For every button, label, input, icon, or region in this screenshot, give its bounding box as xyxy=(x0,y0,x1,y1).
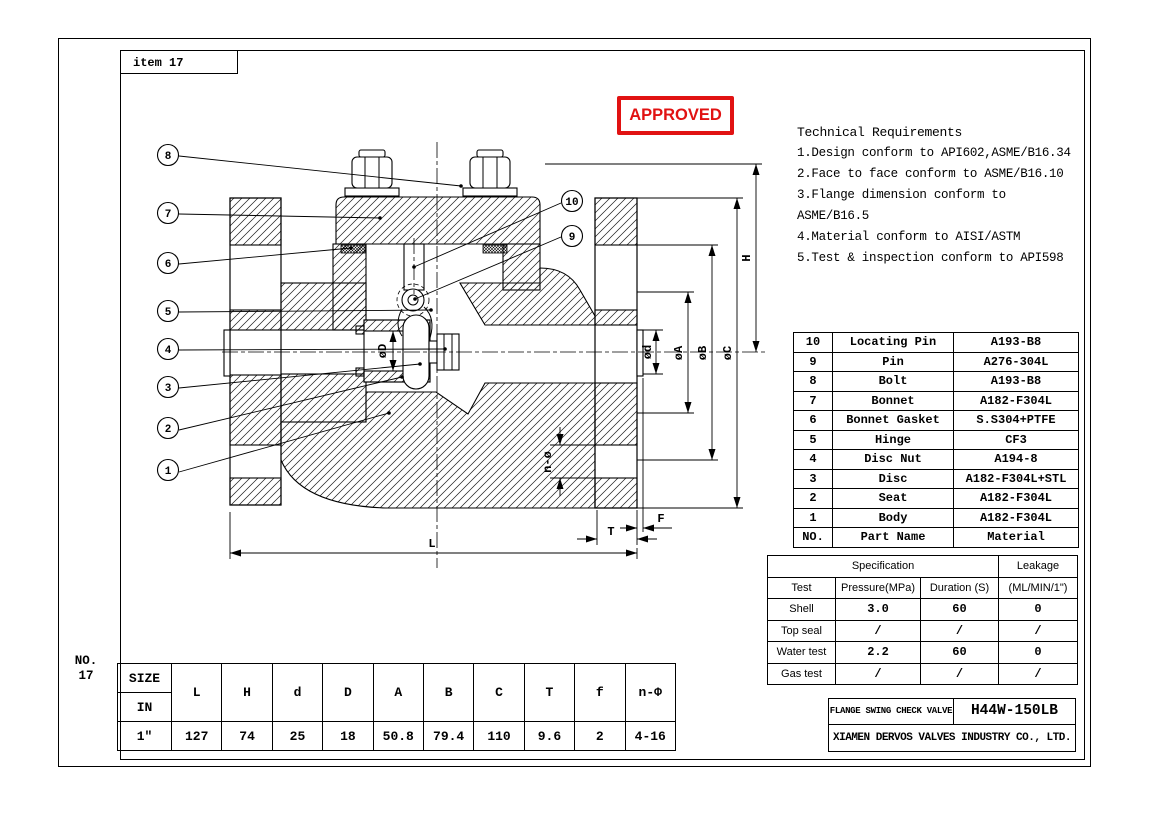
left-raised-face xyxy=(223,329,231,377)
balloons: 1 2 3 4 5 6 7 8 9 10 xyxy=(156,143,584,482)
technical-requirement-item: 3.Flange dimension conform to ASME/B16.5 xyxy=(797,188,1006,223)
balloon-2: 2 xyxy=(165,424,172,436)
balloon-4: 4 xyxy=(165,345,172,357)
leakage-header: Leakage xyxy=(998,555,1078,578)
product-name: FLANGE SWING CHECK VALVE xyxy=(828,698,954,725)
approved-stamp: APPROVED xyxy=(617,96,734,135)
bonnet xyxy=(335,196,541,245)
balloon-1: 1 xyxy=(165,466,172,478)
technical-requirements-title: Technical Requirements xyxy=(797,125,963,140)
sheet-number-label: NO. xyxy=(74,654,98,668)
table-row: Gas test/// xyxy=(767,662,1078,685)
dim-label-T: T xyxy=(607,525,614,539)
dim-label-B: øB xyxy=(696,346,710,360)
dim-label-L: L xyxy=(428,537,435,551)
outer-border xyxy=(58,38,1091,767)
hinge xyxy=(396,283,433,353)
item-label: item 17 xyxy=(133,56,184,70)
dim-label-C: øC xyxy=(721,346,735,360)
technical-requirement-item: 5.Test & inspection conform to API598 xyxy=(797,251,1064,265)
dim-label-n: n-ø xyxy=(541,451,555,473)
size-label: SIZE xyxy=(118,665,171,693)
dimension-table-value-row: 1″ 127 74 25 18 50.8 79.4 110 9.6 2 4-16 xyxy=(117,721,677,751)
dimension-table-header-row: SIZE IN L H d D A B C T f n-Φ xyxy=(117,663,677,722)
balloon-8: 8 xyxy=(165,151,172,163)
item-label-box: item 17 xyxy=(120,50,238,74)
dimensions: ød øA øB øC H n-ø T F xyxy=(229,163,762,559)
technical-requirement-item: 4.Material conform to AISI/ASTM xyxy=(797,230,1021,244)
bonnet-bolt-left xyxy=(344,149,400,197)
bonnet-gasket-right xyxy=(482,244,508,254)
dim-label-H: H xyxy=(740,254,754,261)
sheet-number-value: 17 xyxy=(78,669,94,683)
table-row: Top seal/// xyxy=(767,619,1078,642)
dim-label-F: F xyxy=(657,512,664,526)
balloon-10: 10 xyxy=(565,197,578,209)
right-raised-face xyxy=(636,329,644,377)
title-block: FLANGE SWING CHECK VALVE H44W-150LB XIAM… xyxy=(828,698,1076,752)
company-name: XIAMEN DERVOS VALVES INDUSTRY CO., LTD. xyxy=(828,723,1076,752)
dimension-table: SIZE IN L H d D A B C T f n-Φ 1″ 127 74 … xyxy=(117,663,677,751)
technical-requirement-item: 1.Design conform to API602,ASME/B16.34 xyxy=(797,146,1071,160)
dim-label-D: øD xyxy=(376,344,390,358)
spec-header: Specification xyxy=(767,555,999,578)
balloon-6: 6 xyxy=(165,259,172,271)
size-value: 1″ xyxy=(117,721,172,751)
approved-stamp-text: APPROVED xyxy=(629,106,722,124)
bonnet-bolt-right xyxy=(462,149,518,197)
technical-requirement-item: 2.Face to face conform to ASME/B16.10 xyxy=(797,167,1064,181)
model-number: H44W-150LB xyxy=(953,698,1076,725)
sheet-number: NO. 17 xyxy=(68,654,104,684)
balloon-leaders xyxy=(178,155,562,473)
unit-label: IN xyxy=(136,699,153,715)
dim-label-A: øA xyxy=(672,345,686,360)
balloon-9: 9 xyxy=(569,232,576,244)
balloon-7: 7 xyxy=(165,209,172,221)
valve-body xyxy=(223,197,644,509)
dim-label-d: ød xyxy=(641,345,655,359)
balloon-5: 5 xyxy=(165,307,172,319)
technical-requirements: Technical Requirements 1.Design conform … xyxy=(797,122,1085,269)
inner-frame xyxy=(120,50,1085,760)
balloon-3: 3 xyxy=(165,383,172,395)
